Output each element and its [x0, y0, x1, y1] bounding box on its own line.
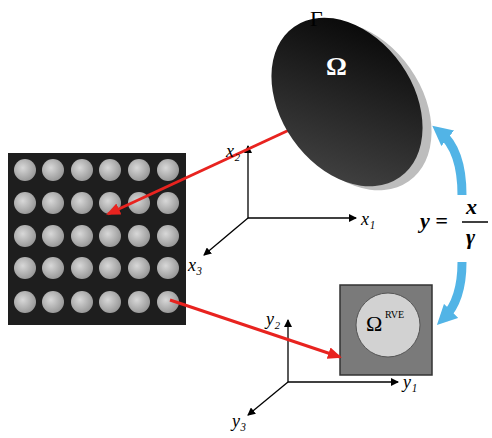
scale-denominator: γ [466, 226, 475, 248]
rve-inclusion: ΩRVE [354, 291, 422, 359]
fibre [99, 291, 121, 313]
axis-label: x₃ [188, 256, 202, 274]
node-outline [354, 291, 422, 359]
fibre [128, 291, 150, 313]
fibre [42, 192, 64, 214]
fibre [128, 225, 150, 247]
fibre [71, 192, 93, 214]
fibre [157, 225, 179, 247]
fibre [42, 225, 64, 247]
fibre [99, 159, 121, 181]
fibre [14, 225, 36, 247]
symbol-superscript: RVE [385, 310, 404, 320]
node-outline [238, 2, 448, 198]
scale-equation: y = [420, 210, 448, 232]
axis-label: y₂ [266, 310, 280, 328]
domain-symbol: Γ [310, 8, 323, 30]
axis-label: y₁ [403, 373, 417, 391]
fibre [128, 257, 150, 279]
fibre [42, 291, 64, 313]
fibre [71, 291, 93, 313]
fibre [71, 159, 93, 181]
domain-symbol: Ω [366, 313, 382, 335]
fibre [71, 225, 93, 247]
fibre [157, 159, 179, 181]
fibre [14, 159, 36, 181]
axis-label: x₁ [361, 210, 375, 228]
fraction-bar [462, 221, 488, 223]
axis-label: x₂ [226, 142, 240, 160]
fibre-pattern [14, 159, 179, 313]
fibre [71, 257, 93, 279]
fibre [157, 257, 179, 279]
symbol-superscript: Ω [326, 54, 347, 80]
zoom-arrows [108, 125, 340, 357]
rve-square [340, 285, 432, 375]
scale-numerator: x [466, 196, 477, 218]
macro-domain: ΓΩ [238, 2, 448, 198]
axis-label: y₃ [232, 412, 246, 430]
fibre [99, 225, 121, 247]
fibre [42, 257, 64, 279]
microstructure-image [8, 153, 186, 325]
fibre [42, 159, 64, 181]
fibre [99, 257, 121, 279]
fibre [14, 257, 36, 279]
fibre [128, 159, 150, 181]
fibre [14, 291, 36, 313]
fibre [14, 192, 36, 214]
fibre [157, 192, 179, 214]
